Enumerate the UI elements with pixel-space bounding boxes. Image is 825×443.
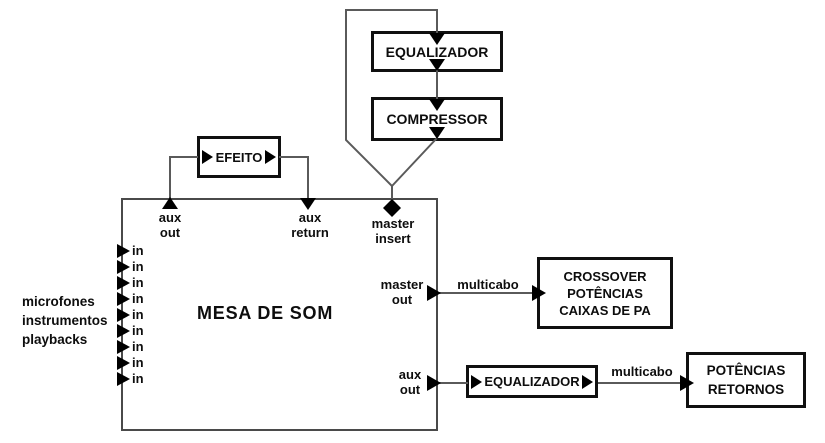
source-instrumentos: instrumentos (22, 313, 108, 328)
compressor-box: COMPRESSOR (371, 97, 503, 141)
equalizador-aux-input-arrow-icon (471, 374, 482, 389)
input-sources: microfones instrumentos playbacks (22, 292, 108, 349)
in-port-label-5: in (132, 307, 144, 322)
in-port-label-4: in (132, 291, 144, 306)
connector-aux-return (279, 156, 309, 198)
in-port-label-1: in (132, 243, 144, 258)
in-port-label-8: in (132, 355, 144, 370)
equalizador-insert-label: EQUALIZADOR (385, 43, 489, 60)
port-label-aux-out-top: aux out (158, 210, 182, 240)
potencias-retornos-box: POTÊNCIAS RETORNOS (686, 352, 806, 408)
mesa-de-som-box (121, 198, 438, 431)
equalizador-aux-output-arrow-icon (582, 374, 593, 389)
multicabo-aux-label: multicabo (611, 364, 673, 379)
equalizador-aux-box: EQUALIZADOR (466, 365, 598, 398)
efeito-label: EFEITO (215, 149, 263, 165)
source-microfones: microfones (22, 294, 95, 309)
equalizador-insert-box: EQUALIZADOR (371, 31, 503, 72)
connector-aux-send (169, 156, 198, 198)
equalizador-aux-label: EQUALIZADOR (484, 374, 580, 389)
source-playbacks: playbacks (22, 332, 88, 347)
mesa-de-som-label: MESA DE SOM (197, 303, 334, 323)
in-port-label-2: in (132, 259, 144, 274)
potencias-retornos-label: POTÊNCIAS RETORNOS (706, 363, 786, 397)
port-label-master-insert: master insert (371, 216, 415, 246)
efeito-box: EFEITO (197, 136, 281, 178)
crossover-pa-label: CROSSOVER POTÊNCIAS CAIXAS DE PA (559, 268, 651, 318)
in-port-label-3: in (132, 275, 144, 290)
in-port-label-9: in (132, 371, 144, 386)
in-port-label-6: in (132, 323, 144, 338)
efeito-output-arrow-icon (265, 150, 276, 164)
port-label-aux-return: aux return (291, 210, 329, 240)
connector-insert-return (391, 137, 438, 187)
efeito-input-arrow-icon (202, 150, 213, 164)
port-label-master-out: master out (380, 277, 424, 307)
crossover-pa-box: CROSSOVER POTÊNCIAS CAIXAS DE PA (537, 257, 673, 329)
in-port-label-7: in (132, 339, 144, 354)
multicabo-master-label: multicabo (457, 277, 519, 292)
port-label-aux-out-bottom: aux out (398, 367, 422, 397)
compressor-label: COMPRESSOR (386, 111, 488, 127)
